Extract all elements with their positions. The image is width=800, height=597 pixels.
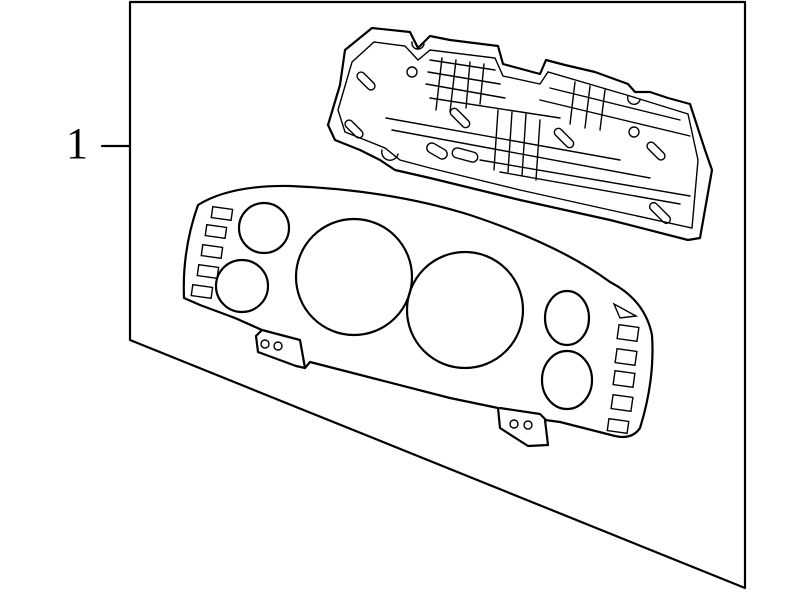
small-gauge-lower-left [214, 258, 270, 314]
circuit-traces [385, 57, 691, 205]
instrument-cluster-housing[interactable] [182, 184, 654, 448]
large-gauge-right [405, 250, 525, 370]
assembly-frame [128, 0, 747, 590]
indicator-windows-right [606, 302, 640, 435]
mounting-tab-left [260, 328, 307, 370]
indicator-windows-left [190, 205, 234, 300]
callout-number: 1 [66, 119, 88, 168]
small-gauge-upper-right [543, 289, 591, 347]
small-gauge-lower-right [540, 349, 594, 411]
large-gauge-left [294, 217, 414, 337]
circuit-board-backing[interactable] [326, 26, 714, 242]
small-gauge-upper-left [237, 201, 291, 255]
mounting-tab-right [498, 406, 548, 430]
